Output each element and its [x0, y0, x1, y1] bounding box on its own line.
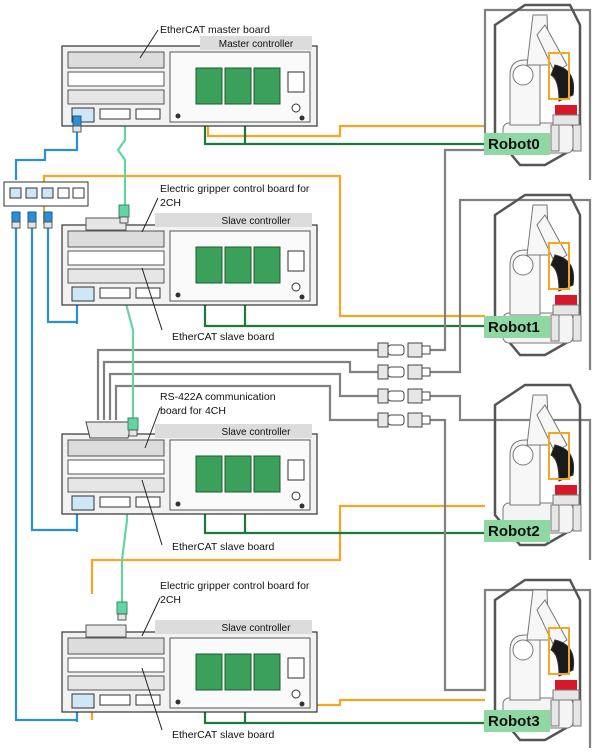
ethercat-slave-board-3-label: EtherCAT slave board — [172, 729, 274, 741]
slave-controller-1-title: Slave controller — [222, 216, 292, 227]
ethercat-slave-board-2-label: EtherCAT slave board — [172, 541, 274, 553]
ethernet-hub-icon — [3, 181, 89, 229]
ethercat-master-board-label: EtherCAT master board — [160, 24, 270, 36]
electric-gripper-board-2-label-line1: Electric gripper control board for — [160, 580, 310, 592]
electric-gripper-board-1-label-line1: Electric gripper control board for — [160, 183, 310, 195]
robot-3-label: Robot3 — [488, 713, 540, 730]
robot-1-label: Robot1 — [488, 319, 540, 336]
ethernet-cables — [14, 126, 79, 722]
master-controller-title: Master controller — [219, 39, 294, 50]
ethercat-cables — [116, 60, 135, 605]
slave-controller-1-unit: Slave controller — [61, 204, 318, 306]
rs422a-board-label-line1: RS-422A communication — [160, 391, 276, 403]
robot-0-label: Robot0 — [488, 136, 540, 153]
slave-controller-3-title: Slave controller — [222, 623, 292, 634]
db25-connector-icon — [85, 421, 133, 439]
slave-controller-2-title: Slave controller — [222, 427, 292, 438]
signal-cables — [203, 126, 485, 725]
electric-gripper-board-1-label-line2: 2CH — [160, 197, 181, 209]
ethercat-slave-board-1-label: EtherCAT slave board — [172, 331, 274, 343]
robot-2-label: Robot2 — [488, 523, 540, 540]
leader-lines — [139, 29, 163, 731]
slave-controller-2-unit: Slave controller — [61, 417, 318, 515]
serial-connector-icon — [377, 342, 431, 428]
rs422a-board-label-line2: board for 4CH — [160, 405, 226, 417]
slave-controller-3-unit: Slave controller — [61, 601, 318, 713]
electric-gripper-board-2-label-line2: 2CH — [160, 594, 181, 606]
master-controller-unit: Master controller — [61, 36, 318, 133]
